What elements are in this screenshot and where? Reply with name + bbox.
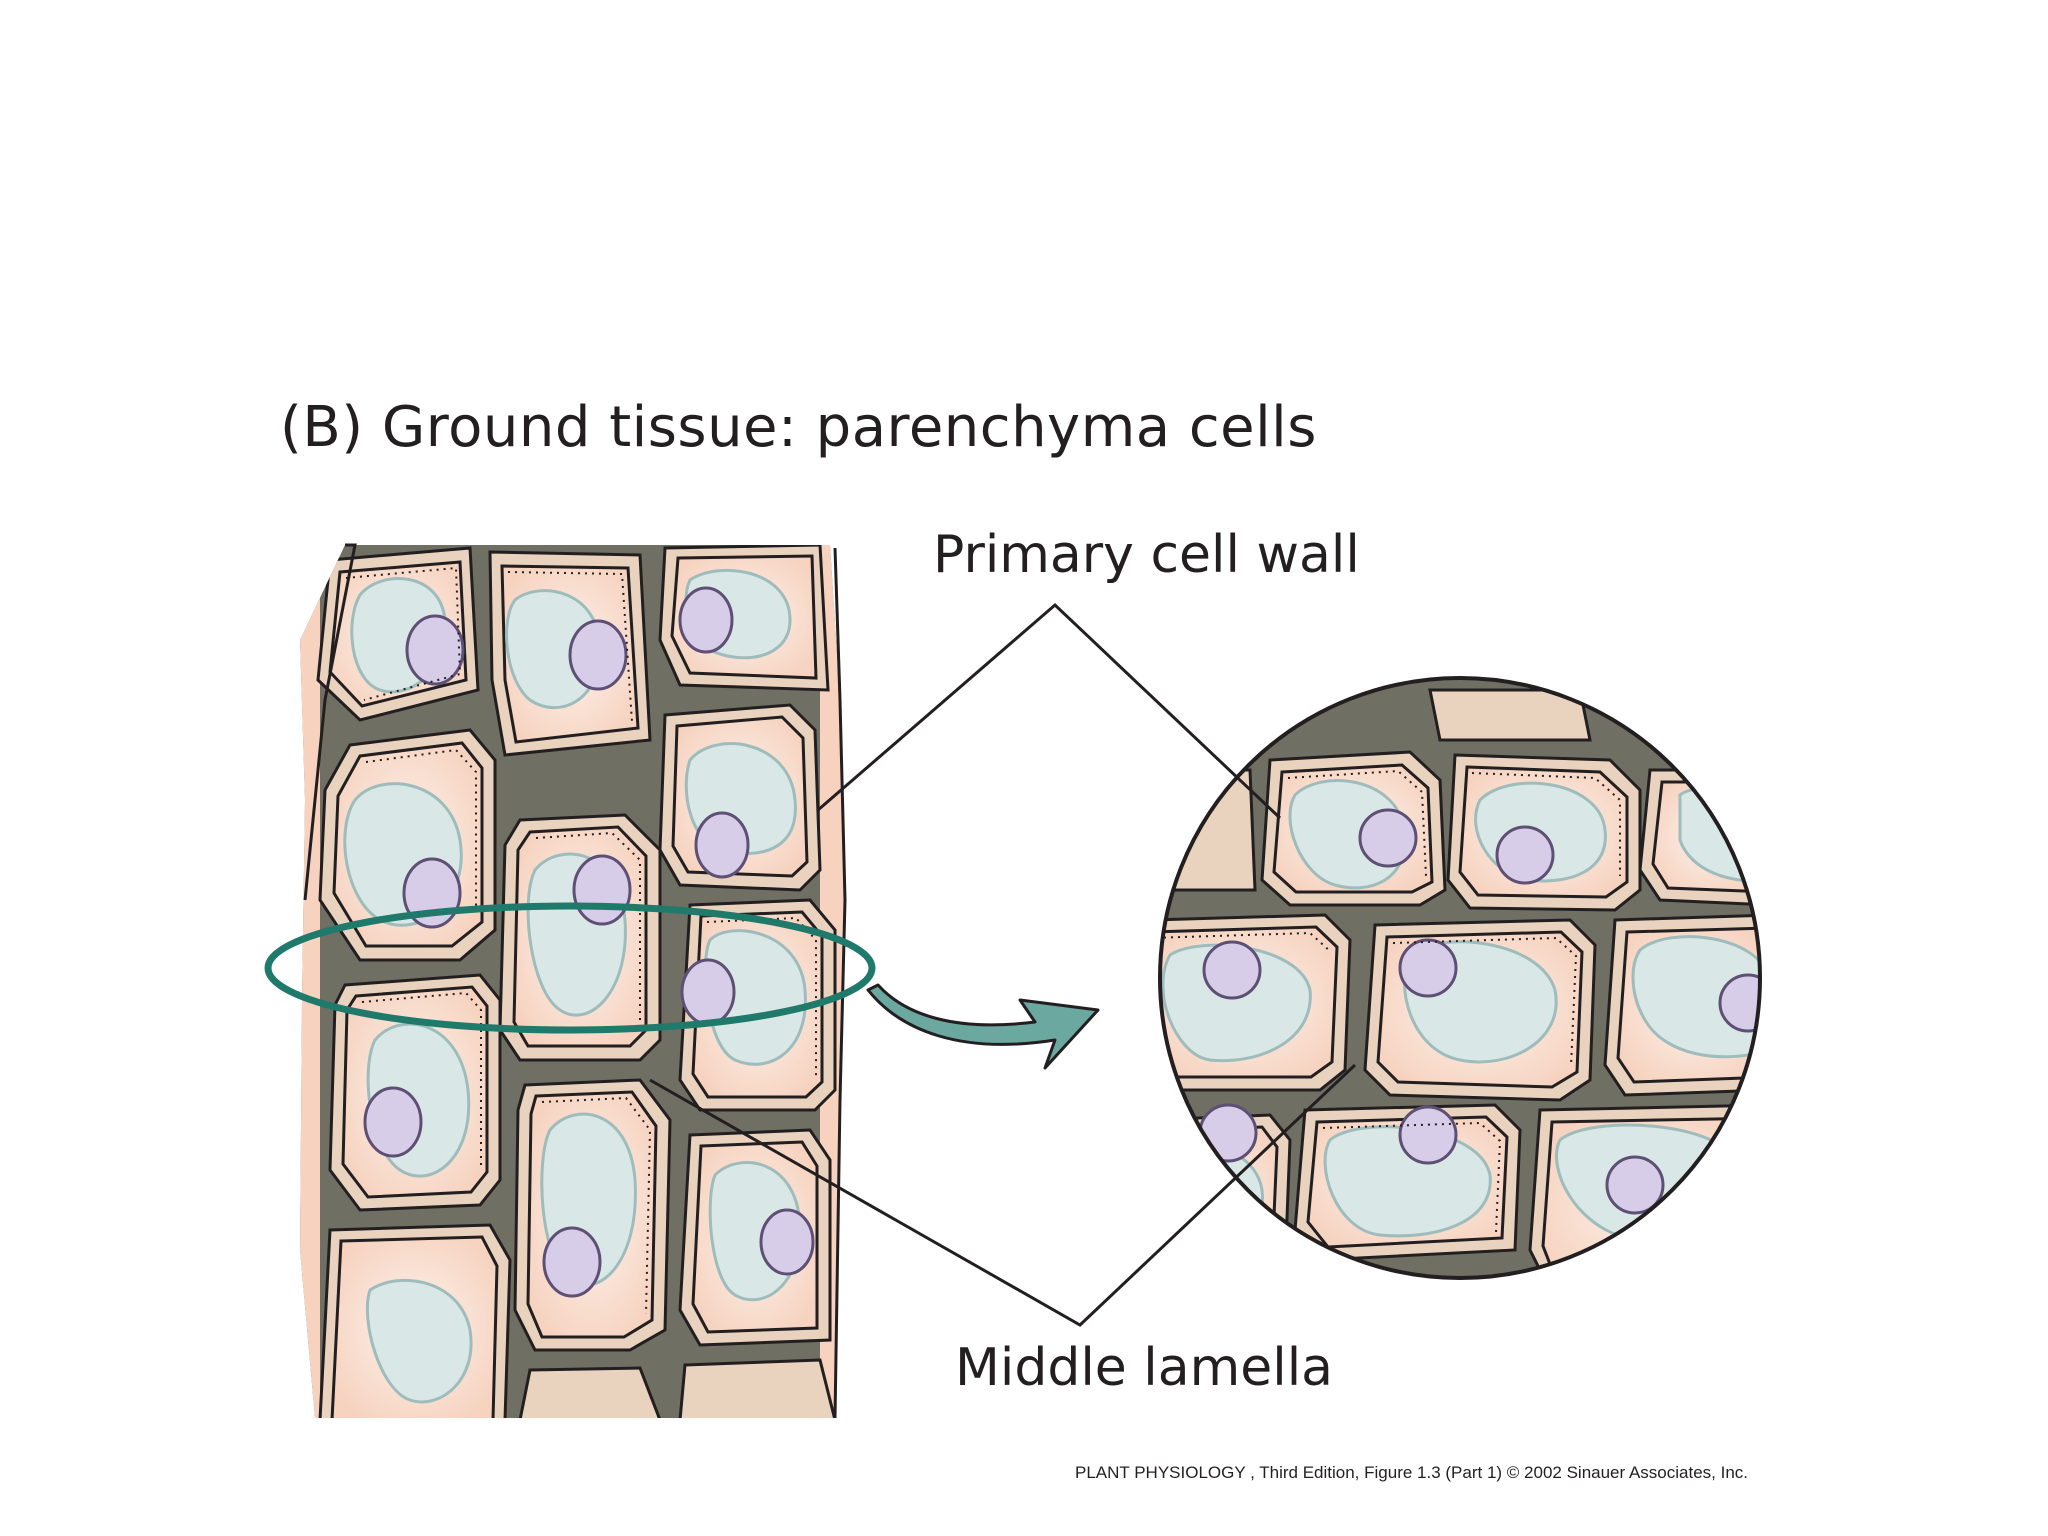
curved-arrow-right-icon — [868, 985, 1098, 1068]
tissue-strip — [280, 530, 860, 1430]
magnified-view — [1150, 670, 1776, 1290]
label-middle-lamella: Middle lamella — [955, 1338, 1333, 1398]
label-primary-cell-wall: Primary cell wall — [933, 525, 1360, 585]
figure-credit: PLANT PHYSIOLOGY , Third Edition, Figure… — [1075, 1463, 1748, 1483]
